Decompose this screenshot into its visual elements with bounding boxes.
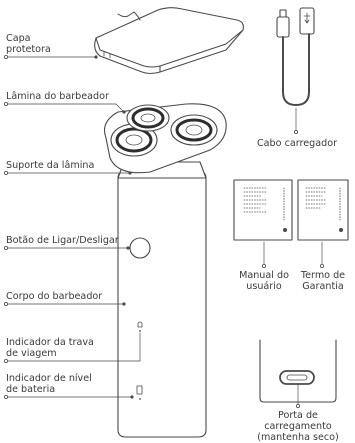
warranty-card-illustration	[297, 179, 349, 241]
user-manual-illustration	[233, 179, 293, 241]
label-shaver-foil: Lâmina do barbeador	[6, 91, 109, 102]
shaver-body-illustration	[117, 161, 207, 438]
label-travel-lock-indicator: Indicador da trava de viagem	[6, 337, 94, 359]
label-foil-holder: Suporte da lâmina	[6, 160, 95, 171]
shaver-head-illustration	[103, 103, 227, 174]
charging-cable-illustration	[276, 7, 315, 106]
label-warranty: Termo de Garantia	[300, 270, 346, 292]
label-charging-port: Porta de carregamento (mantenha seco)	[257, 410, 339, 443]
protective-cap-illustration	[94, 7, 244, 75]
label-charging-cable: Cabo carregador	[256, 138, 338, 149]
label-shaver-body: Corpo do barbeador	[6, 291, 103, 302]
label-user-manual: Manual do usuário	[239, 270, 289, 292]
label-protective-cap: Capa protetora	[6, 33, 51, 55]
charging-port-illustration	[259, 339, 337, 403]
label-battery-indicator: Indicador de nível de bateria	[6, 373, 92, 395]
label-power-button: Botão de Ligar/Desligar	[6, 235, 119, 246]
